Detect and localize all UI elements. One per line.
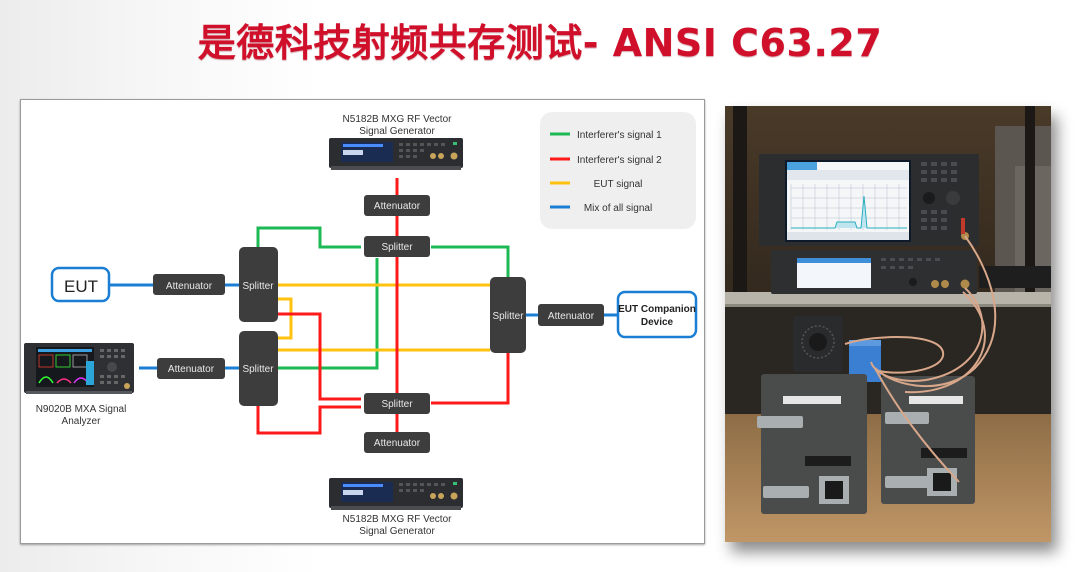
splitter-companion: Splitter	[490, 277, 526, 353]
splitter-label: Splitter	[381, 242, 413, 253]
slide-title: 是德科技射频共存测试- ANSI C63.27	[197, 21, 883, 65]
signal-analyzer-icon	[24, 343, 134, 394]
signal-generator-bottom-label: Signal Generator	[359, 526, 435, 537]
legend-label: Interferer's signal 1	[577, 130, 662, 141]
photo-shield-box-right	[881, 376, 975, 504]
wire-green-2	[431, 245, 510, 278]
signal-generator-top: N5182B MXG RF Vector Signal Generator	[329, 114, 463, 170]
legend-label: EUT signal	[594, 179, 643, 190]
eut-companion-label: Device	[641, 317, 674, 328]
eut-box: EUT	[50, 266, 111, 303]
splitter-label: Splitter	[492, 311, 524, 322]
lab-setup-photo	[725, 106, 1051, 542]
signal-generator-icon	[329, 478, 463, 510]
splitter-top: Splitter	[364, 236, 430, 257]
eut-companion-box: EUT Companion Device	[616, 290, 698, 339]
signal-generator-bottom-label: N5182B MXG RF Vector	[343, 514, 453, 525]
signal-analyzer: N9020B MXA Signal Analyzer	[24, 343, 134, 427]
photo-attenuator-dial	[793, 316, 843, 372]
signal-analyzer-label: Analyzer	[62, 416, 102, 427]
photo-signal-analyzer	[759, 154, 979, 246]
legend: Interferer's signal 1 Interferer's signa…	[540, 112, 696, 229]
lab-setup-photo-image	[725, 106, 1051, 542]
wire-green-3	[278, 258, 379, 370]
attenuator-eut: Attenuator	[153, 274, 225, 295]
splitter-analyzer: Splitter	[239, 331, 278, 406]
splitter-label: Splitter	[242, 281, 274, 292]
wire-red-3	[431, 352, 510, 405]
wire-red-2	[256, 405, 361, 435]
signal-generator-bottom: N5182B MXG RF Vector Signal Generator	[329, 478, 463, 537]
wire-yellow-2	[278, 297, 293, 340]
attenuator-label: Attenuator	[166, 281, 213, 292]
signal-generator-top-label: N5182B MXG RF Vector	[343, 114, 453, 125]
wire-green-1	[256, 226, 361, 252]
photo-signal-generator	[771, 250, 977, 294]
splitter-bottom: Splitter	[364, 393, 430, 414]
eut-companion-label: EUT Companion	[618, 304, 696, 315]
splitter-label: Splitter	[381, 399, 413, 410]
attenuator-analyzer: Attenuator	[157, 358, 225, 379]
attenuator-label: Attenuator	[548, 311, 595, 322]
legend-label: Mix of all signal	[584, 203, 652, 214]
signal-generator-icon	[329, 138, 463, 170]
photo-shield-box-left	[757, 374, 867, 514]
test-setup-diagram: Interferer's signal 1 Interferer's signa…	[20, 99, 705, 544]
photo-keyboard	[979, 266, 1051, 288]
wire-red-1	[278, 312, 361, 401]
attenuator-label: Attenuator	[374, 438, 421, 449]
attenuator-label: Attenuator	[374, 201, 421, 212]
attenuator-label: Attenuator	[168, 364, 215, 375]
photo-rf-cables	[844, 235, 997, 483]
splitter-label: Splitter	[242, 364, 274, 375]
signal-analyzer-label: N9020B MXA Signal	[36, 404, 127, 415]
splitter-eut: Splitter	[239, 247, 278, 322]
attenuator-companion: Attenuator	[538, 304, 604, 326]
attenuator-bottom: Attenuator	[364, 432, 430, 453]
signal-generator-top-label: Signal Generator	[359, 126, 435, 137]
eut-label: EUT	[64, 277, 98, 296]
legend-label: Interferer's signal 2	[577, 155, 662, 166]
diagram-canvas: Interferer's signal 1 Interferer's signa…	[24, 112, 698, 537]
attenuator-top: Attenuator	[364, 195, 430, 216]
